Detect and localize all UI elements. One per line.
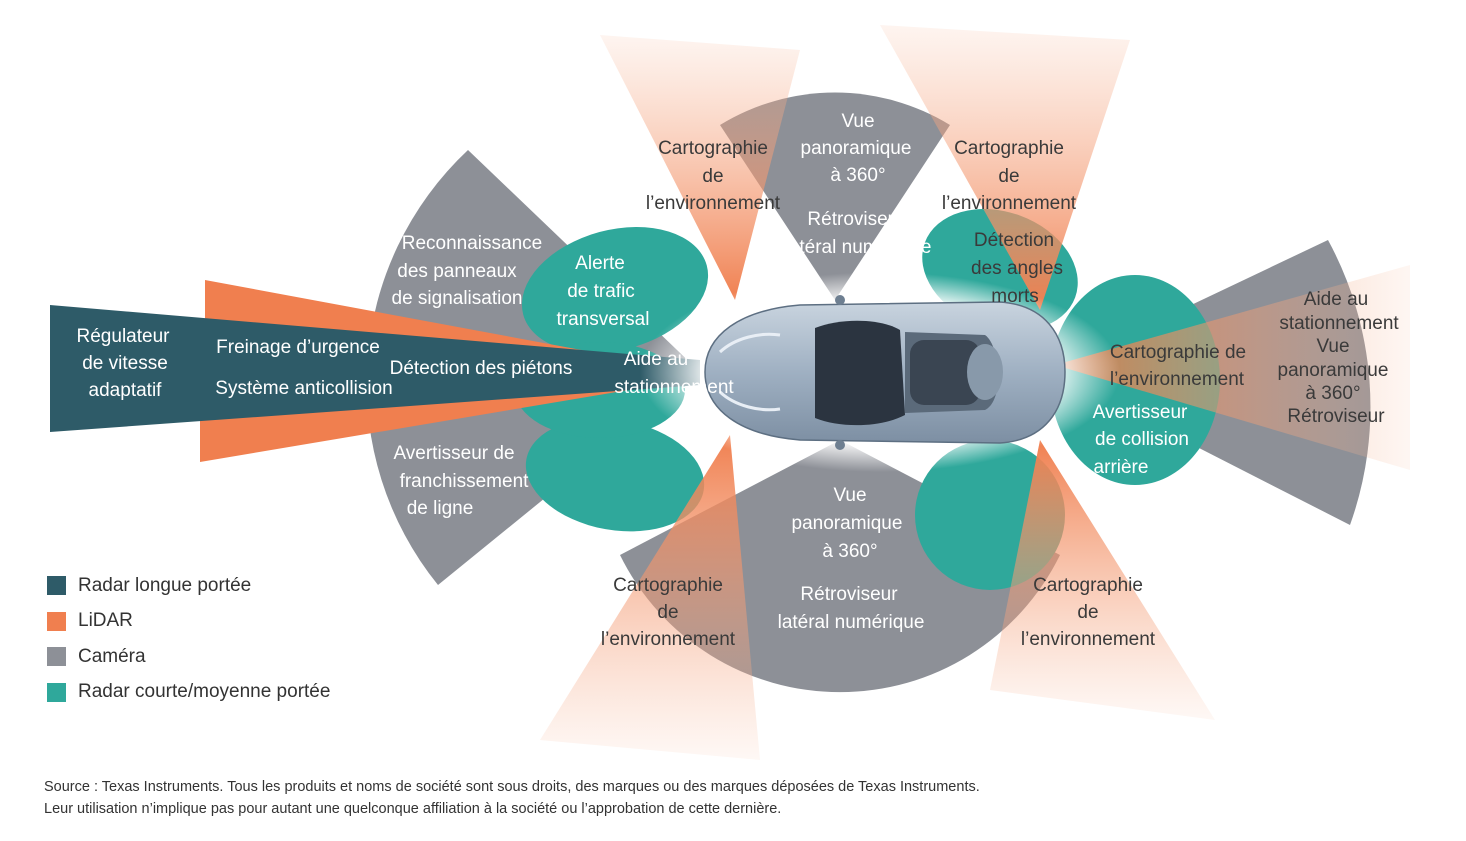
svg-text:transversal: transversal <box>557 309 650 330</box>
legend-swatch <box>47 576 66 596</box>
svg-text:Vue: Vue <box>833 485 866 506</box>
label-mapping-rear: Cartographie de l’environnement <box>1110 342 1246 390</box>
svg-text:Avertisseur: Avertisseur <box>1093 402 1188 423</box>
source-line-1: Source : Texas Instruments. Tous les pro… <box>44 779 980 795</box>
svg-text:Cartographie: Cartographie <box>954 138 1064 159</box>
svg-text:Alerte: Alerte <box>575 253 625 274</box>
svg-text:de collision: de collision <box>1095 429 1189 450</box>
svg-text:Rétroviseur: Rétroviseur <box>1287 406 1385 427</box>
legend-swatch <box>47 682 66 702</box>
lidar-beam-front-lower <box>200 378 700 462</box>
svg-text:l’environnement: l’environnement <box>1021 629 1156 650</box>
legend: Radar longue portée LiDAR Caméra Radar c… <box>47 568 330 710</box>
legend-item-camera: Caméra <box>47 639 330 675</box>
legend-label: Caméra <box>78 645 146 667</box>
svg-text:panoramique: panoramique <box>792 513 903 534</box>
source-line-2: Leur utilisation n’implique pas pour aut… <box>44 801 782 817</box>
lidar-beam-top-left <box>600 35 800 300</box>
svg-text:Cartographie de: Cartographie de <box>1110 342 1246 363</box>
svg-text:Vue: Vue <box>1316 336 1349 357</box>
svg-text:de: de <box>657 602 678 623</box>
svg-text:Détection: Détection <box>974 230 1054 251</box>
lidar-beam-bottom-left <box>540 435 760 760</box>
legend-label: Radar longue portée <box>78 574 252 596</box>
lidar-beam-top-right <box>880 25 1130 310</box>
svg-text:de signalisation: de signalisation <box>392 288 523 309</box>
svg-text:à 360°: à 360° <box>1305 383 1360 404</box>
label-anticollision: Système anticollision <box>215 378 392 399</box>
svg-text:Rétroviseur: Rétroviseur <box>800 584 898 605</box>
svg-text:de ligne: de ligne <box>407 498 474 519</box>
svg-text:des angles: des angles <box>971 258 1063 279</box>
svg-text:l’environnement: l’environnement <box>601 629 736 650</box>
lidar-beam-bottom-right <box>990 440 1215 720</box>
svg-text:Aide au: Aide au <box>624 349 688 370</box>
svg-text:latéral numérique: latéral numérique <box>785 237 932 258</box>
label-rear-collision-warning: Avertisseur de collision arrière <box>1093 402 1189 478</box>
label-surround-view-top: Vue panoramique à 360° <box>801 111 912 186</box>
lidar-beam-front-upper <box>205 280 700 372</box>
svg-text:de vitesse: de vitesse <box>82 353 168 374</box>
svg-text:l’environnement: l’environnement <box>942 193 1077 214</box>
legend-item-short-mid-radar: Radar courte/moyenne portée <box>47 675 330 711</box>
svg-text:arrière: arrière <box>1094 457 1149 478</box>
legend-item-lidar: LiDAR <box>47 604 330 640</box>
long-range-radar-beam <box>50 305 700 432</box>
svg-text:Avertisseur de: Avertisseur de <box>393 443 514 464</box>
radar-lobe-front-lower <box>525 418 705 532</box>
svg-text:morts: morts <box>991 286 1039 307</box>
label-blind-spot-detection: Détection des angles morts <box>971 230 1063 307</box>
svg-text:stationnement: stationnement <box>1279 313 1399 334</box>
label-cross-traffic-alert: Alerte de trafic transversal <box>557 253 650 330</box>
svg-text:à 360°: à 360° <box>830 165 885 186</box>
camera-sector-top <box>720 92 950 301</box>
radar-lobe-front-upper <box>521 227 709 353</box>
svg-text:l’environnement: l’environnement <box>1110 369 1245 390</box>
legend-swatch <box>47 611 66 631</box>
svg-text:Cartographie: Cartographie <box>613 575 723 596</box>
svg-text:stationnement: stationnement <box>614 377 734 398</box>
label-pedestrian-detection: Détection des piétons <box>390 358 573 379</box>
lidar-beam-rear <box>1055 265 1410 470</box>
svg-text:Rétroviseur: Rétroviseur <box>807 209 905 230</box>
label-mapping-top-right: Cartographie de l’environnement <box>942 138 1077 214</box>
svg-text:franchissement: franchissement <box>400 471 530 492</box>
svg-text:Aide au: Aide au <box>1304 289 1368 310</box>
svg-text:de: de <box>998 166 1019 187</box>
car-top-view <box>704 295 1066 450</box>
svg-text:Vue: Vue <box>841 111 874 132</box>
label-sign-recognition: Reconnaissance des panneaux de signalisa… <box>392 233 543 309</box>
label-lane-departure: Avertisseur de franchissement de ligne <box>393 443 529 519</box>
label-parking-assist-front: Aide au stationnement <box>614 349 734 398</box>
svg-text:l’environnement: l’environnement <box>646 193 781 214</box>
svg-text:de trafic: de trafic <box>567 281 635 302</box>
svg-text:de: de <box>702 166 723 187</box>
label-rear-camera: Aide au stationnement Vue panoramique à … <box>1278 289 1400 427</box>
label-mapping-bottom-right: Cartographie de l’environnement <box>1021 575 1156 650</box>
label-digital-mirror-bottom: Rétroviseur latéral numérique <box>778 584 925 633</box>
svg-text:Reconnaissance: Reconnaissance <box>402 233 542 254</box>
source-note: Source : Texas Instruments. Tous les pro… <box>44 776 980 820</box>
label-mapping-bottom-left: Cartographie de l’environnement <box>601 575 736 650</box>
svg-text:adaptatif: adaptatif <box>89 380 163 401</box>
svg-text:panoramique: panoramique <box>801 138 912 159</box>
svg-text:Cartographie: Cartographie <box>658 138 768 159</box>
svg-text:à 360°: à 360° <box>822 541 877 562</box>
svg-text:Cartographie: Cartographie <box>1033 575 1143 596</box>
svg-text:panoramique: panoramique <box>1278 360 1389 381</box>
legend-swatch <box>47 647 66 667</box>
label-adaptive-cruise: Régulateur de vitesse adaptatif <box>77 326 171 401</box>
legend-label: Radar courte/moyenne portée <box>78 681 331 703</box>
legend-item-long-range-radar: Radar longue portée <box>47 568 330 604</box>
svg-text:des panneaux: des panneaux <box>397 261 517 282</box>
label-surround-view-bottom: Vue panoramique à 360° <box>792 485 903 562</box>
svg-text:Régulateur: Régulateur <box>77 326 171 347</box>
label-digital-mirror-top: Rétroviseur latéral numérique <box>785 209 932 258</box>
legend-label: LiDAR <box>78 610 133 632</box>
svg-text:de: de <box>1077 602 1098 623</box>
svg-text:latéral numérique: latéral numérique <box>778 612 925 633</box>
label-emergency-braking: Freinage d’urgence <box>216 337 380 358</box>
label-mapping-top-left: Cartographie de l’environnement <box>646 138 781 214</box>
